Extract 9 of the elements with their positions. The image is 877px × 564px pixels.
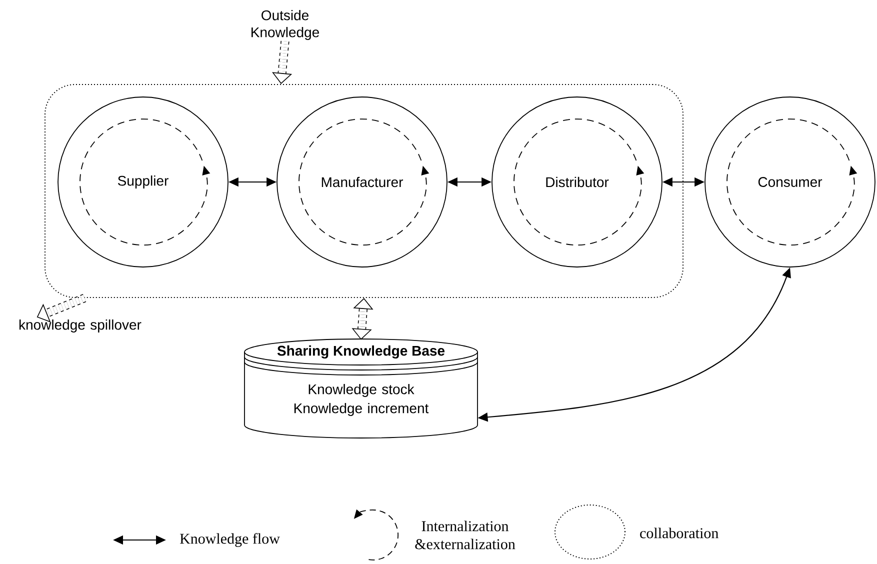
collaboration-region [44, 84, 684, 298]
database-cylinder: Sharing Knowledge Base Knowledge stock Knowledge increment [244, 338, 478, 438]
legend-label: collaboration [640, 528, 718, 538]
legend-label: Knowledge flow [180, 533, 280, 547]
block-arrow [272, 40, 292, 84]
legend-label: Internalization &externalization [415, 520, 516, 550]
block-arrow [36, 294, 86, 322]
text-label: Outside Knowledge [252, 10, 319, 40]
text-label: knowledge spillover [19, 319, 142, 333]
